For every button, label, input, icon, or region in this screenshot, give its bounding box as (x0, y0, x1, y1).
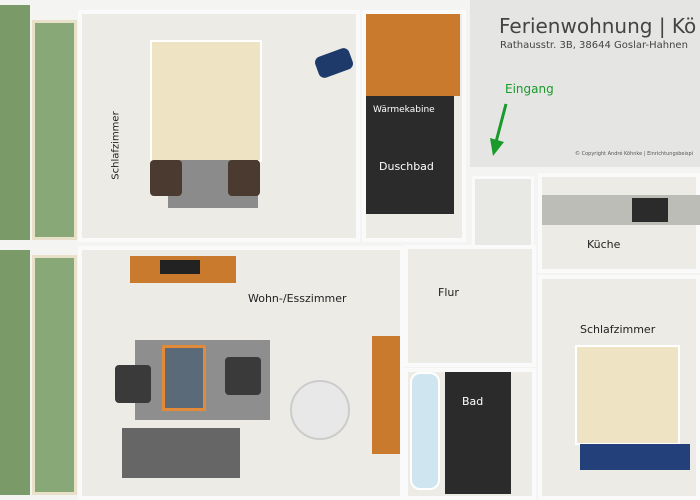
room-label-bedroom-2: Schlafzimmer (580, 323, 656, 336)
sideboard (372, 336, 400, 454)
room-label-hall: Flur (438, 286, 459, 299)
bed (150, 40, 262, 162)
room-hall (404, 245, 536, 367)
room-label-bath: Bad (462, 395, 484, 408)
shower-floor (366, 96, 454, 214)
room-label-sauna: Wärmekabine (373, 105, 435, 115)
title-panel (470, 0, 700, 167)
tv (160, 260, 200, 274)
room-label-shower-bath: Duschbad (379, 160, 434, 173)
bathtub (410, 372, 440, 490)
balcony-bottom (0, 250, 30, 495)
bed (575, 345, 680, 445)
sauna-cabin (366, 14, 460, 96)
bath-floor (445, 372, 511, 494)
sofa (122, 428, 240, 478)
room-label-living: Wohn-/Esszimmer (248, 292, 347, 305)
kitchen-counter (542, 195, 700, 225)
entrance-arrow-icon (490, 103, 508, 156)
room-label-kitchen: Küche (587, 238, 621, 251)
copyright: © Copyright André Köhnke | Einrichtungsb… (575, 151, 694, 157)
dining-table (290, 380, 350, 440)
entrance-area (472, 176, 534, 248)
stove (632, 198, 668, 222)
entrance-label: Eingang (505, 82, 554, 96)
armchair (150, 160, 182, 196)
coffee-table (162, 345, 206, 411)
room-label-bedroom-1: Schlafzimmer (110, 111, 122, 180)
armchair (225, 357, 261, 395)
address: Rathausstr. 3B, 38644 Goslar-Hahnen (500, 40, 688, 51)
title: Ferienwohnung | Kö (499, 14, 697, 38)
window-bedroom (32, 20, 77, 240)
window-living (32, 255, 77, 495)
balcony-top (0, 5, 30, 240)
wardrobe (580, 444, 690, 470)
armchair (115, 365, 151, 403)
armchair (228, 160, 260, 196)
